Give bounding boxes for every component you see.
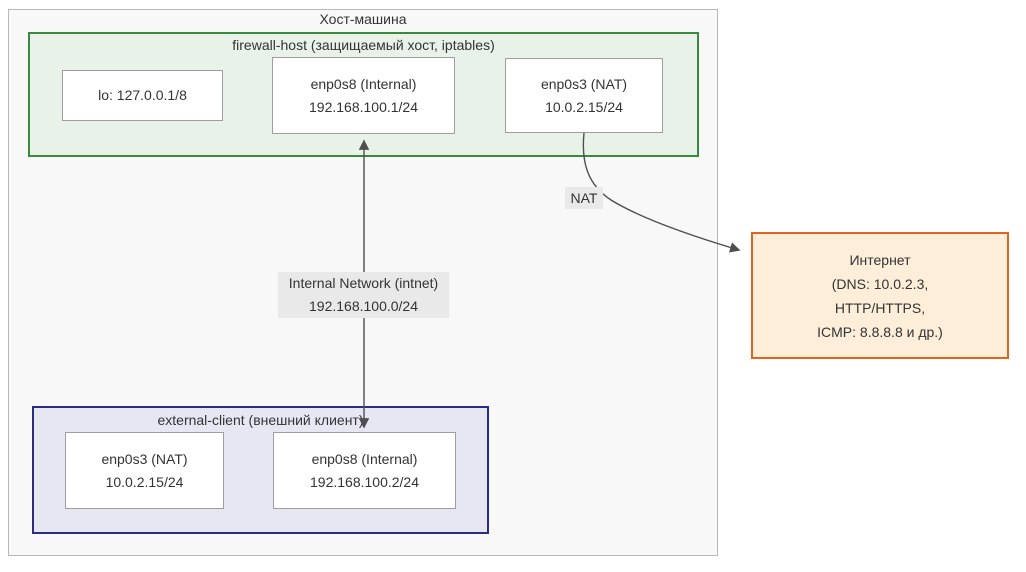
- node-firewall-lo: lo: 127.0.0.1/8: [62, 70, 223, 121]
- nat-edge-label: NAT: [565, 187, 603, 209]
- host-machine-title: Хост-машина: [319, 11, 407, 27]
- node-client-enp0s8: enp0s8 (Internal) 192.168.100.2/24: [273, 432, 456, 509]
- intnet-edge-label: Internal Network (intnet) 192.168.100.0/…: [278, 272, 449, 318]
- node-label: enp0s8 (Internal): [311, 450, 418, 467]
- node-firewall-enp0s3: enp0s3 (NAT) 10.0.2.15/24: [505, 58, 663, 133]
- firewall-host-title: firewall-host (защищаемый хост, iptables…: [232, 37, 495, 53]
- internet-icmp: ICMP: 8.8.8.8 и др.): [817, 323, 943, 340]
- internet-dns: (DNS: 10.0.2.3,: [831, 275, 929, 292]
- intnet-edge-label-subnet: 192.168.100.0/24: [309, 298, 418, 314]
- internet-node: Интернет (DNS: 10.0.2.3, HTTP/HTTPS, ICM…: [751, 232, 1009, 359]
- node-ip: 10.0.2.15/24: [545, 98, 623, 115]
- node-label: enp0s3 (NAT): [540, 75, 628, 92]
- internet-http: HTTP/HTTPS,: [834, 299, 926, 316]
- node-label: enp0s8 (Internal): [310, 75, 417, 92]
- intnet-edge-label-name: Internal Network (intnet): [288, 275, 439, 291]
- internet-title: Интернет: [849, 251, 911, 268]
- node-label: lo: 127.0.0.1/8: [98, 87, 187, 103]
- external-client-title: external-client (внешний клиент): [157, 412, 364, 428]
- node-client-enp0s3: enp0s3 (NAT) 10.0.2.15/24: [65, 432, 224, 509]
- node-label: enp0s3 (NAT): [101, 450, 188, 467]
- node-ip: 192.168.100.2/24: [310, 473, 419, 490]
- node-ip: 192.168.100.1/24: [309, 98, 418, 115]
- node-ip: 10.0.2.15/24: [105, 473, 184, 490]
- node-firewall-enp0s8: enp0s8 (Internal) 192.168.100.1/24: [272, 57, 455, 134]
